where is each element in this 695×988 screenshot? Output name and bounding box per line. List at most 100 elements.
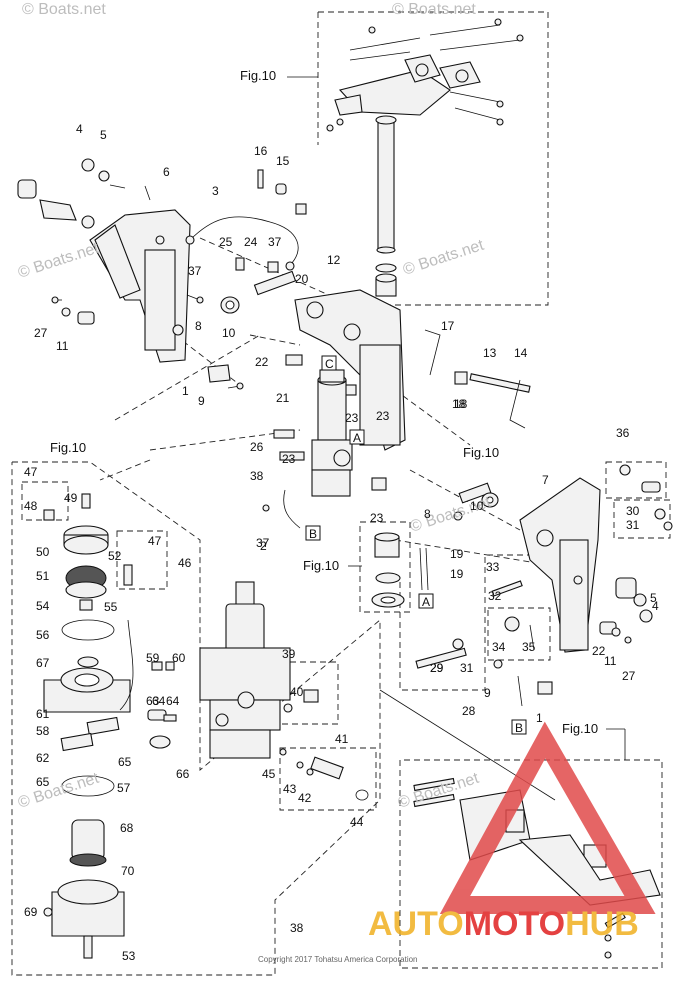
- part-number-label: 16: [254, 144, 268, 158]
- part-number-label: 27: [34, 326, 48, 340]
- box-34-35: [487, 607, 551, 661]
- part-number-label: 51: [36, 569, 50, 583]
- part-number-label: 4: [76, 122, 83, 136]
- part-number-label: 55: [104, 600, 118, 614]
- part-number-label: 1: [536, 711, 543, 725]
- watermark-text: © Boats.net: [22, 1, 106, 18]
- part-number-label: 34: [492, 640, 506, 654]
- upper-bracket-group-box: [318, 11, 549, 306]
- part-number-label: 65: [36, 775, 50, 789]
- o-ring-58: [61, 775, 115, 797]
- part-number-label: 47: [24, 465, 38, 479]
- part-number-label: 22: [592, 644, 606, 658]
- steering-shaft: [377, 119, 395, 251]
- part-number-label: 18: [452, 397, 466, 411]
- lower-bracket-group-box: [399, 759, 663, 969]
- part-number-label: 7: [542, 473, 549, 487]
- box-46-47: [116, 530, 168, 590]
- part-number-label: 70: [121, 864, 135, 878]
- part-number-label: 22: [255, 355, 269, 369]
- ref-letter: A: [353, 431, 361, 445]
- box-48-49: [21, 481, 69, 521]
- tilt-cylinder-upper: [273, 369, 387, 497]
- part-number-label: 25: [219, 235, 233, 249]
- fig-ref: Fig.10: [463, 445, 499, 460]
- sleeve-set: [371, 532, 405, 608]
- part-number-label: 10: [470, 499, 484, 513]
- upper-bracket-assembly: [326, 18, 524, 297]
- clamp-bracket-left: [17, 158, 244, 390]
- part-number-label: 13: [483, 346, 497, 360]
- part-number-label: 23: [376, 409, 390, 423]
- part-number-label: 47: [148, 534, 162, 548]
- brand-watermark: AUTOMOTOHUB: [368, 721, 656, 943]
- box-41: [279, 747, 377, 811]
- part-number-label: 37: [256, 536, 270, 550]
- part-number-label: 1: [182, 384, 189, 398]
- fig-ref: Fig.10: [50, 440, 86, 455]
- brand-text-auto: AUTO: [368, 905, 464, 943]
- part-number-label: 66: [176, 767, 190, 781]
- part-number-label: 6: [163, 165, 170, 179]
- part-number-label: 43: [283, 782, 297, 796]
- box-fig10-sleeve: [359, 521, 411, 613]
- part-number-label: 10: [222, 326, 236, 340]
- brand-text-moto: MOTO: [464, 905, 565, 943]
- part-number-label: 2: [260, 539, 267, 553]
- part-number-label: 53: [122, 949, 136, 963]
- part-number-label: 45: [262, 767, 276, 781]
- part-number-label: 37: [268, 235, 282, 249]
- part-number-label: 63: [146, 694, 160, 708]
- part-number-label: 12: [327, 253, 341, 267]
- part-number-label: 33: [486, 560, 500, 574]
- part-number-label: 35: [522, 640, 536, 654]
- pin-24: [253, 270, 297, 296]
- part-number-label: 24: [244, 235, 258, 249]
- part-number-label: 38: [290, 921, 304, 935]
- part-number-label: 18: [454, 397, 468, 411]
- part-number-label: 61: [36, 707, 50, 721]
- part-number-label: 9: [484, 686, 491, 700]
- part-number-label: 9: [198, 394, 205, 408]
- part-number-label: 21: [276, 391, 290, 405]
- part-number-label: 23: [370, 511, 384, 525]
- part-number-label: 19: [450, 567, 464, 581]
- part-number-label: 5: [650, 591, 657, 605]
- part-number-label: 42: [298, 791, 312, 805]
- brand-triangle-icon: [439, 721, 656, 914]
- ref-letter: B: [309, 527, 317, 541]
- part-number-label: 41: [335, 732, 349, 746]
- part-number-label: 14: [514, 346, 528, 360]
- part-number-label: 19: [450, 547, 464, 561]
- part-number-label: 56: [36, 628, 50, 642]
- part-number-label: 48: [24, 499, 38, 513]
- part-number-label: 30: [626, 504, 640, 518]
- ref-letter: B: [515, 721, 523, 735]
- copyright-text: Copyright 2017 Tohatsu America Corporati…: [258, 955, 418, 964]
- part-number-label: 28: [462, 704, 476, 718]
- fig-ref: Fig.10: [303, 558, 339, 573]
- fig-ref: Fig.10: [562, 721, 598, 736]
- clamp-bracket-right: [415, 464, 673, 707]
- part-number-label: 40: [290, 685, 304, 699]
- part-number-label: 38: [250, 469, 264, 483]
- part-number-label: 64: [152, 694, 166, 708]
- part-number-label: 23: [282, 452, 296, 466]
- watermark-text: © Boats.net: [16, 770, 102, 812]
- part-number-label: 26: [250, 440, 264, 454]
- part-number-label: 23: [345, 411, 359, 425]
- part-number-label: 67: [36, 656, 50, 670]
- part-number-label: 44: [350, 815, 364, 829]
- part-number-label: 15: [276, 154, 290, 168]
- part-number-label: 58: [36, 724, 50, 738]
- part-number-label: 39: [282, 647, 296, 661]
- part-number-label: 36: [616, 426, 630, 440]
- part-number-label: 27: [622, 669, 636, 683]
- part-number-label: 65: [118, 755, 132, 769]
- part-number-label: 68: [120, 821, 134, 835]
- swivel-bracket: [235, 169, 531, 451]
- spring-10: [458, 482, 492, 504]
